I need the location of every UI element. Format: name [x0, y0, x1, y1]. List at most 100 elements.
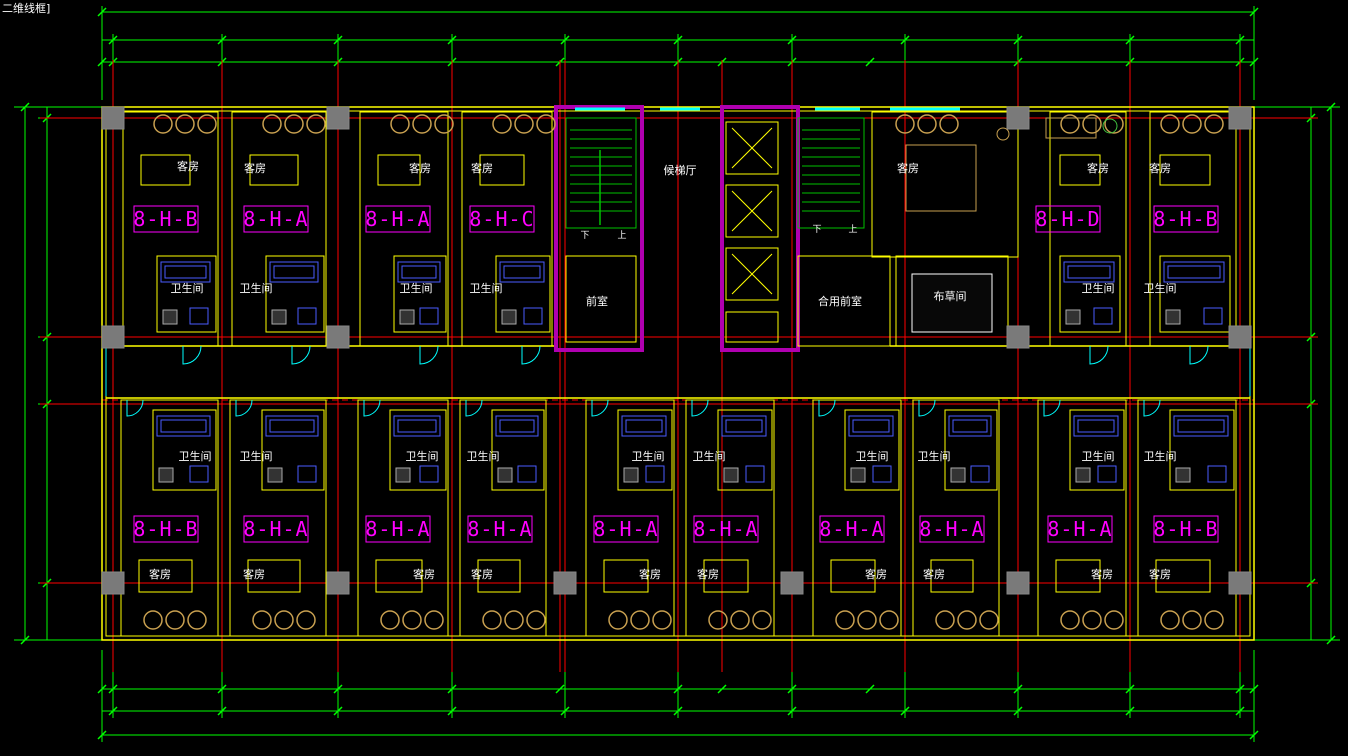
door-swing [591, 399, 609, 417]
stair-up-label: 上 [848, 224, 857, 235]
dimension-tick [1249, 57, 1259, 67]
shared-anteroom [797, 255, 891, 347]
unit-tag-label: 8-H-A [243, 207, 308, 231]
unit-tag-box [593, 515, 659, 543]
toilet [395, 467, 411, 483]
toilet [271, 309, 287, 325]
armchair [895, 114, 915, 134]
unit-tag-label: 8-H-B [133, 207, 198, 231]
bathtub [265, 415, 319, 437]
dimension-tick [787, 684, 797, 694]
dimension-tick [217, 35, 227, 45]
armchair [274, 610, 294, 630]
stair-core-wall [554, 105, 644, 352]
armchair [1060, 610, 1080, 630]
unit-tag-box [133, 205, 199, 233]
unit-tag-label: 8-H-C [469, 207, 534, 231]
door-swing [363, 399, 381, 417]
toilet [723, 467, 739, 483]
guest-room-wall [912, 399, 1000, 637]
bathroom-label: 卫生间 [171, 281, 204, 295]
dimension-lines [14, 6, 1340, 742]
sofa [1045, 117, 1097, 139]
bed [477, 559, 521, 593]
basin [523, 307, 543, 325]
stair-2 [797, 117, 865, 229]
unit-tag-box [1035, 205, 1101, 233]
linen-room-label: 布草间 [934, 290, 967, 303]
shared-anteroom-label: 合用前室 [818, 294, 862, 308]
bathtub-inner [164, 265, 207, 279]
bathtub [269, 261, 319, 283]
stair-1 [565, 117, 637, 229]
unit-tag-box [365, 205, 431, 233]
walls [101, 106, 1255, 641]
dimension-tick [333, 35, 343, 45]
elevator-x [731, 190, 773, 232]
armchair [536, 114, 556, 134]
armchair [165, 610, 185, 630]
toilet [623, 467, 639, 483]
guest-room-label: 客房 [409, 161, 431, 175]
bathtub [495, 415, 539, 437]
toilet [1065, 309, 1081, 325]
guest-room-wall [1137, 399, 1237, 637]
fixtures [126, 114, 1235, 630]
guest-room-label: 客房 [471, 161, 493, 175]
basin [419, 307, 439, 325]
basin [419, 465, 439, 483]
unit-tag-box [469, 205, 535, 233]
guest-room-label: 客房 [244, 161, 266, 175]
elevator-shaft [725, 247, 779, 301]
dimension-tick [865, 57, 875, 67]
bathtub [160, 261, 211, 283]
armchair [1182, 610, 1202, 630]
bathtub [156, 415, 211, 437]
unit-tag-box [243, 515, 309, 543]
guest-room-label: 客房 [1149, 161, 1171, 175]
armchair [708, 610, 728, 630]
dimension-tick [1013, 684, 1023, 694]
unit-tag-label: 8-H-A [819, 517, 884, 541]
bathtub [1063, 261, 1115, 283]
armchair [857, 610, 877, 630]
dimension-tick [97, 730, 107, 740]
door-swing [465, 399, 483, 417]
dimension-tick [1235, 35, 1245, 45]
dimension-tick [97, 7, 107, 17]
dimension-tick [900, 35, 910, 45]
armchair [526, 610, 546, 630]
viewport-label[interactable]: 二维线框] [2, 2, 51, 15]
bathroom [261, 409, 325, 491]
bathtub [393, 415, 441, 437]
armchair [939, 114, 959, 134]
unit-tag-label: 8-H-A [693, 517, 758, 541]
dimension-tick [1249, 7, 1259, 17]
anteroom-1 [565, 255, 637, 343]
bathroom [491, 409, 545, 491]
guest-room-label: 客房 [697, 567, 719, 581]
bathtub-inner [503, 265, 541, 279]
column [553, 571, 577, 595]
bathtub-inner [1067, 265, 1111, 279]
bathroom-label: 卫生间 [1082, 449, 1115, 463]
guest-room-label: 客房 [897, 161, 919, 175]
armchair [1204, 610, 1224, 630]
toilet [1165, 309, 1181, 325]
dimension-tick [865, 684, 875, 694]
bathroom [1169, 409, 1235, 491]
guest-room-label: 客房 [471, 567, 493, 581]
guest-room-wall [685, 399, 775, 637]
toilet [950, 467, 966, 483]
column [780, 571, 804, 595]
armchair [1160, 114, 1180, 134]
bathtub-inner [625, 419, 663, 433]
armchair [153, 114, 173, 134]
bathroom [617, 409, 673, 491]
bed [1155, 559, 1211, 593]
basin [745, 465, 765, 483]
basin [1093, 307, 1113, 325]
dimension-tick [108, 706, 118, 716]
dimension-tick [447, 706, 457, 716]
